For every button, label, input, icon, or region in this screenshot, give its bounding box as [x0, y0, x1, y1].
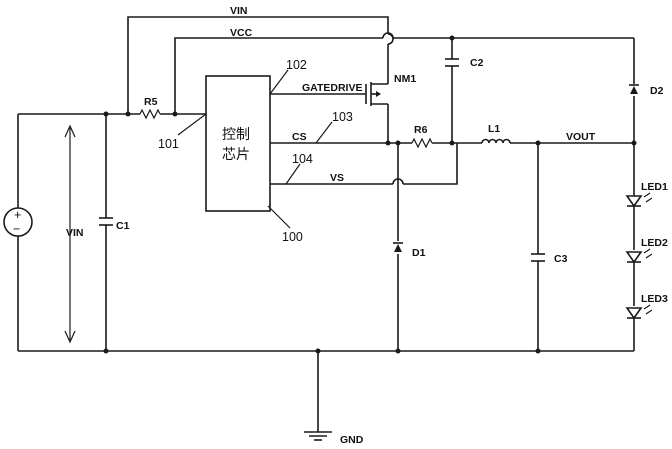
r5-resistor — [139, 108, 161, 120]
led3-label: LED3 — [641, 293, 668, 305]
c2-capacitor — [445, 58, 459, 67]
source-minus: − — [13, 222, 20, 236]
junction-dot — [395, 140, 401, 146]
junction-dot — [103, 111, 109, 117]
ref-103: 103 — [332, 110, 353, 124]
junction-dot — [535, 140, 541, 146]
vin-net-wire — [127, 16, 389, 114]
nm1-label: NM1 — [394, 73, 416, 85]
l1-inductor — [481, 138, 511, 144]
junction-dot — [385, 140, 391, 146]
vout-net-label: VOUT — [566, 131, 596, 143]
vin-net-label: VIN — [230, 5, 248, 17]
r5-label: R5 — [144, 96, 158, 108]
source-plus: + — [14, 208, 21, 222]
c3-label: C3 — [554, 253, 568, 265]
junction-dot — [125, 111, 131, 117]
junction-dot — [172, 111, 178, 117]
vin-voltage-arrow — [64, 124, 76, 344]
c1-capacitor — [99, 217, 113, 226]
ref-101: 101 — [158, 137, 179, 151]
junction-dot — [449, 35, 455, 41]
ref-100: 100 — [282, 230, 303, 244]
d2-diode — [629, 84, 639, 94]
junction-dot — [103, 348, 109, 354]
ground-symbol — [304, 431, 332, 441]
l1-label: L1 — [488, 123, 500, 135]
r6-resistor — [411, 137, 433, 149]
vcc-hop — [382, 32, 394, 39]
ref-104: 104 — [292, 152, 313, 166]
c3-capacitor — [531, 253, 545, 262]
led2-label: LED2 — [641, 237, 668, 249]
led2-diode — [625, 248, 653, 264]
gatedrive-net-label: GATEDRIVE — [302, 82, 362, 94]
d2-label: D2 — [650, 85, 664, 97]
led3-diode — [625, 304, 653, 320]
ref-101-leader — [177, 113, 207, 136]
junction-dot — [631, 140, 637, 146]
ref-104-leader — [285, 163, 301, 185]
vcc-net-wire — [174, 37, 383, 114]
d1-diode — [393, 242, 403, 252]
ref-100-leader — [267, 205, 291, 229]
d1-label: D1 — [412, 247, 426, 259]
vcc-net-label: VCC — [230, 27, 253, 39]
voltage-source: + − — [3, 207, 33, 237]
ref-102: 102 — [286, 58, 307, 72]
vs-wire-right — [403, 143, 458, 185]
ref-103-leader — [315, 121, 333, 144]
junction-dot — [315, 348, 321, 354]
junction-dot — [449, 140, 455, 146]
chip-label-line1: 控制 — [222, 127, 250, 143]
junction-dot — [535, 348, 541, 354]
nm1-mosfet — [365, 82, 388, 106]
gnd-net-label: GND — [340, 434, 364, 446]
vs-net-label: VS — [330, 172, 344, 184]
c2-label: C2 — [470, 57, 484, 69]
junction-dot — [395, 348, 401, 354]
vin-hop-wire — [387, 33, 394, 45]
chip-label-line2: 芯片 — [222, 147, 250, 163]
vin-side-label: VIN — [66, 227, 84, 239]
led1-diode — [625, 192, 653, 208]
ref-102-leader — [269, 69, 289, 95]
cs-net-label: CS — [292, 131, 307, 143]
r6-label: R6 — [414, 124, 428, 136]
control-chip — [205, 75, 271, 212]
c1-label: C1 — [116, 220, 130, 232]
led1-label: LED1 — [641, 181, 668, 193]
